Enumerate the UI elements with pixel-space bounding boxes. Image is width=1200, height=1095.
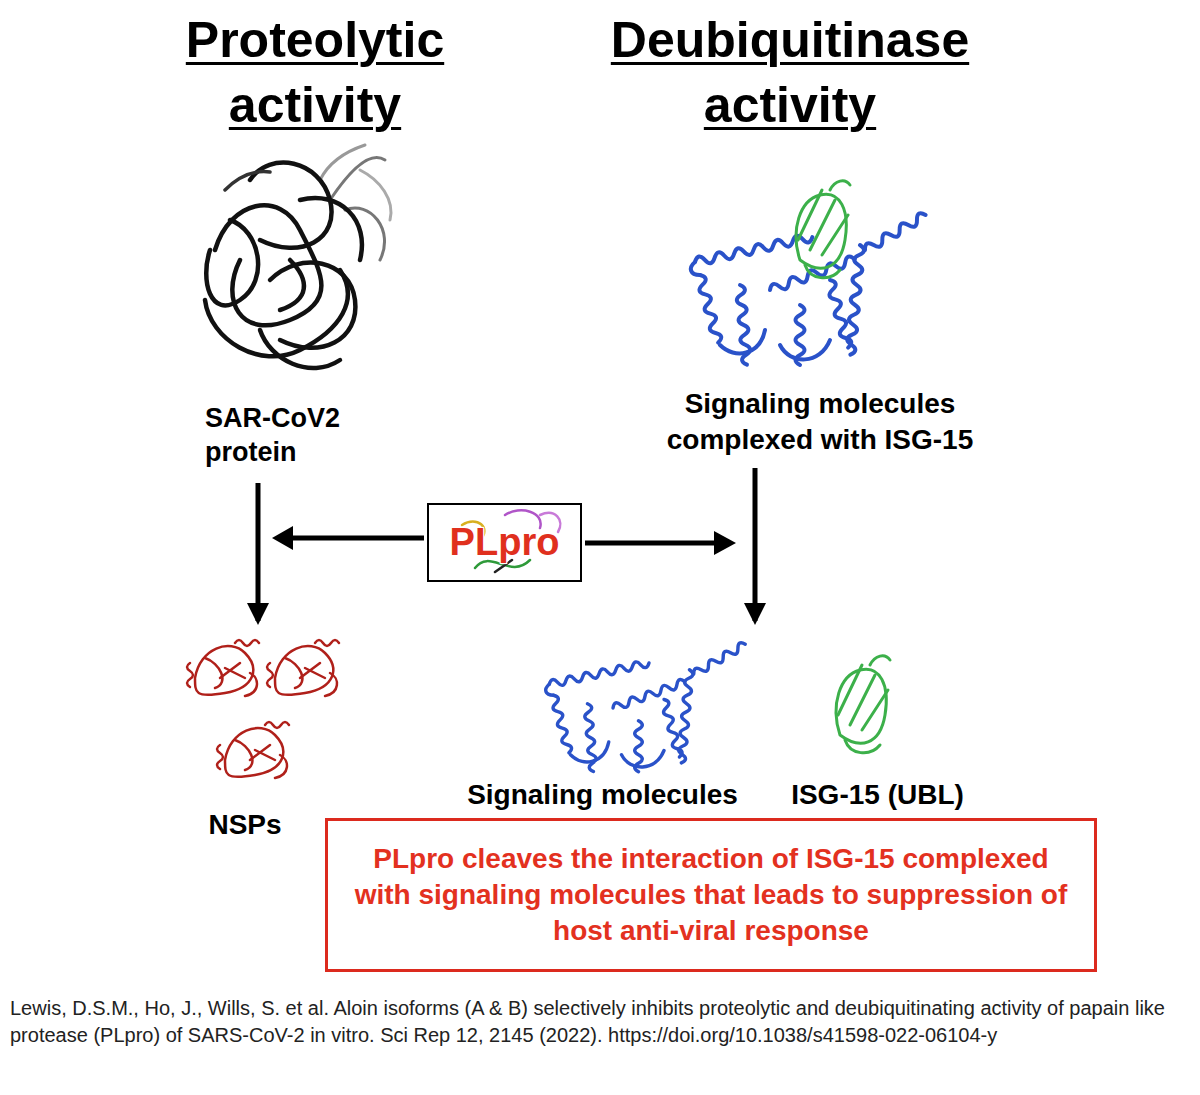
product-figure: ISG-15 (UBL) — [770, 640, 985, 815]
node-label: NSPs — [208, 807, 281, 843]
protein-strand — [215, 205, 321, 325]
section-heading: Deubiquitinase activity — [570, 8, 1010, 138]
arrow-shaft — [292, 536, 424, 541]
flow-arrow — [256, 483, 261, 621]
protein-strand — [280, 260, 304, 310]
nsp-structure — [217, 722, 289, 778]
beta-strand — [822, 215, 848, 255]
citation-caption: Lewis, D.S.M., Ho, J., Wills, S. et al. … — [10, 995, 1195, 1049]
isg15-structure — [796, 181, 850, 278]
protein-strand — [260, 330, 340, 368]
loop-strand — [780, 340, 830, 359]
helix-ribbon — [796, 305, 805, 365]
arrow-head — [714, 531, 736, 555]
product-figure: NSPs — [170, 630, 320, 845]
signaling-molecule — [546, 641, 747, 772]
isg15-structure — [836, 656, 890, 753]
complex-figure: Signaling molecules complexed with ISG-1… — [630, 165, 1010, 460]
protein-strand — [320, 145, 365, 180]
loop-strand — [691, 262, 700, 275]
node-label: Signaling molecules — [467, 777, 738, 813]
node-label: ISG-15 (UBL) — [791, 777, 964, 813]
protein-figure: SAR-CoV2 protein — [170, 140, 390, 475]
protein-strand — [270, 263, 355, 348]
arrow-shaft — [585, 541, 715, 546]
beta-strand — [805, 265, 840, 278]
protein-strand — [250, 163, 332, 248]
node-label: PLpro — [450, 518, 560, 567]
beta-strand — [830, 181, 850, 190]
enzyme-box: PLpro — [427, 503, 582, 582]
beta-strand — [798, 190, 822, 240]
nsp-structure — [267, 640, 339, 696]
protein-strand — [330, 157, 385, 200]
helix-ribbon — [863, 211, 928, 254]
flow-arrow — [753, 468, 758, 621]
protein-structure — [205, 145, 391, 368]
protein-strand — [360, 170, 391, 220]
nsp-structure — [187, 640, 259, 696]
product-figure: Signaling molecules — [440, 630, 765, 815]
helix-ribbon — [768, 255, 856, 294]
helix-ribbon — [696, 274, 723, 344]
note-box: PLpro cleaves the interaction of ISG-15 … — [325, 818, 1097, 972]
protein-strand — [300, 198, 362, 260]
loop-strand — [720, 330, 765, 353]
node-label: SAR-CoV2 protein — [205, 401, 385, 470]
signaling-molecule — [691, 211, 928, 365]
node-label: Signaling molecules complexed with ISG-1… — [630, 386, 1010, 458]
node-label: PLpro cleaves the interaction of ISG-15 … — [354, 841, 1068, 948]
section-heading: Proteolytic activity — [160, 8, 470, 138]
protein-strand — [225, 172, 270, 190]
protein-strand — [206, 220, 258, 305]
arrow-head — [272, 526, 293, 550]
helix-ribbon — [846, 245, 865, 355]
